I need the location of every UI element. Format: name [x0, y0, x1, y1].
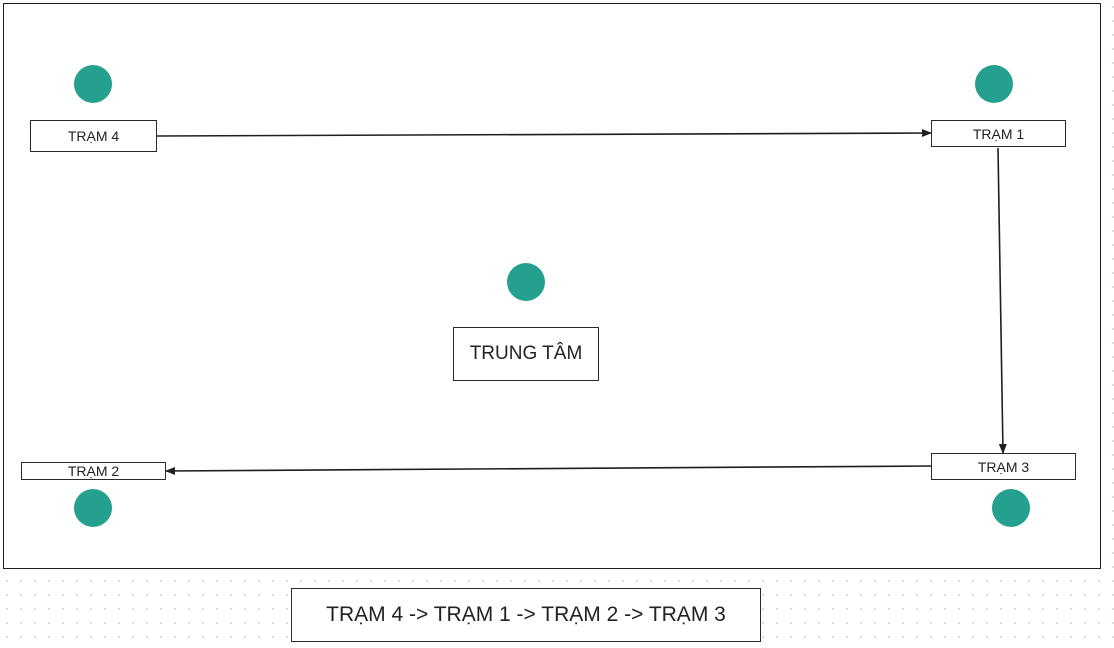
- station-4-text: TRẠM 4: [67, 128, 120, 144]
- route-summary-text: TRẠM 4 -> TRẠM 1 -> TRẠM 2 -> TRẠM 3: [326, 603, 726, 626]
- diagram-canvas: [3, 3, 1101, 569]
- station-3-dot[interactable]: [992, 489, 1030, 527]
- arrow-station-4-to-station-1[interactable]: [156, 129, 932, 138]
- center-label[interactable]: TRUNG TÂM: [453, 327, 599, 381]
- station-1-dot[interactable]: [975, 65, 1013, 103]
- station-4-label[interactable]: TRẠM 4: [30, 120, 157, 152]
- station-3-label[interactable]: TRẠM 3: [931, 453, 1076, 480]
- station-2-dot[interactable]: [74, 489, 112, 527]
- arrow-station-3-to-station-2[interactable]: [165, 465, 932, 475]
- arrow-station-1-to-station-3[interactable]: [997, 147, 1007, 454]
- center-text: TRUNG TÂM: [469, 343, 583, 364]
- station-2-label[interactable]: TRẠM 2: [21, 462, 166, 480]
- station-1-text: TRẠM 1: [972, 125, 1025, 142]
- route-summary[interactable]: TRẠM 4 -> TRẠM 1 -> TRẠM 2 -> TRẠM 3: [291, 588, 761, 642]
- station-1-label[interactable]: TRẠM 1: [931, 120, 1066, 147]
- station-3-text: TRẠM 3: [977, 458, 1030, 475]
- station-2-text: TRẠM 2: [67, 463, 120, 479]
- station-4-dot[interactable]: [74, 65, 112, 103]
- center-dot[interactable]: [507, 263, 545, 301]
